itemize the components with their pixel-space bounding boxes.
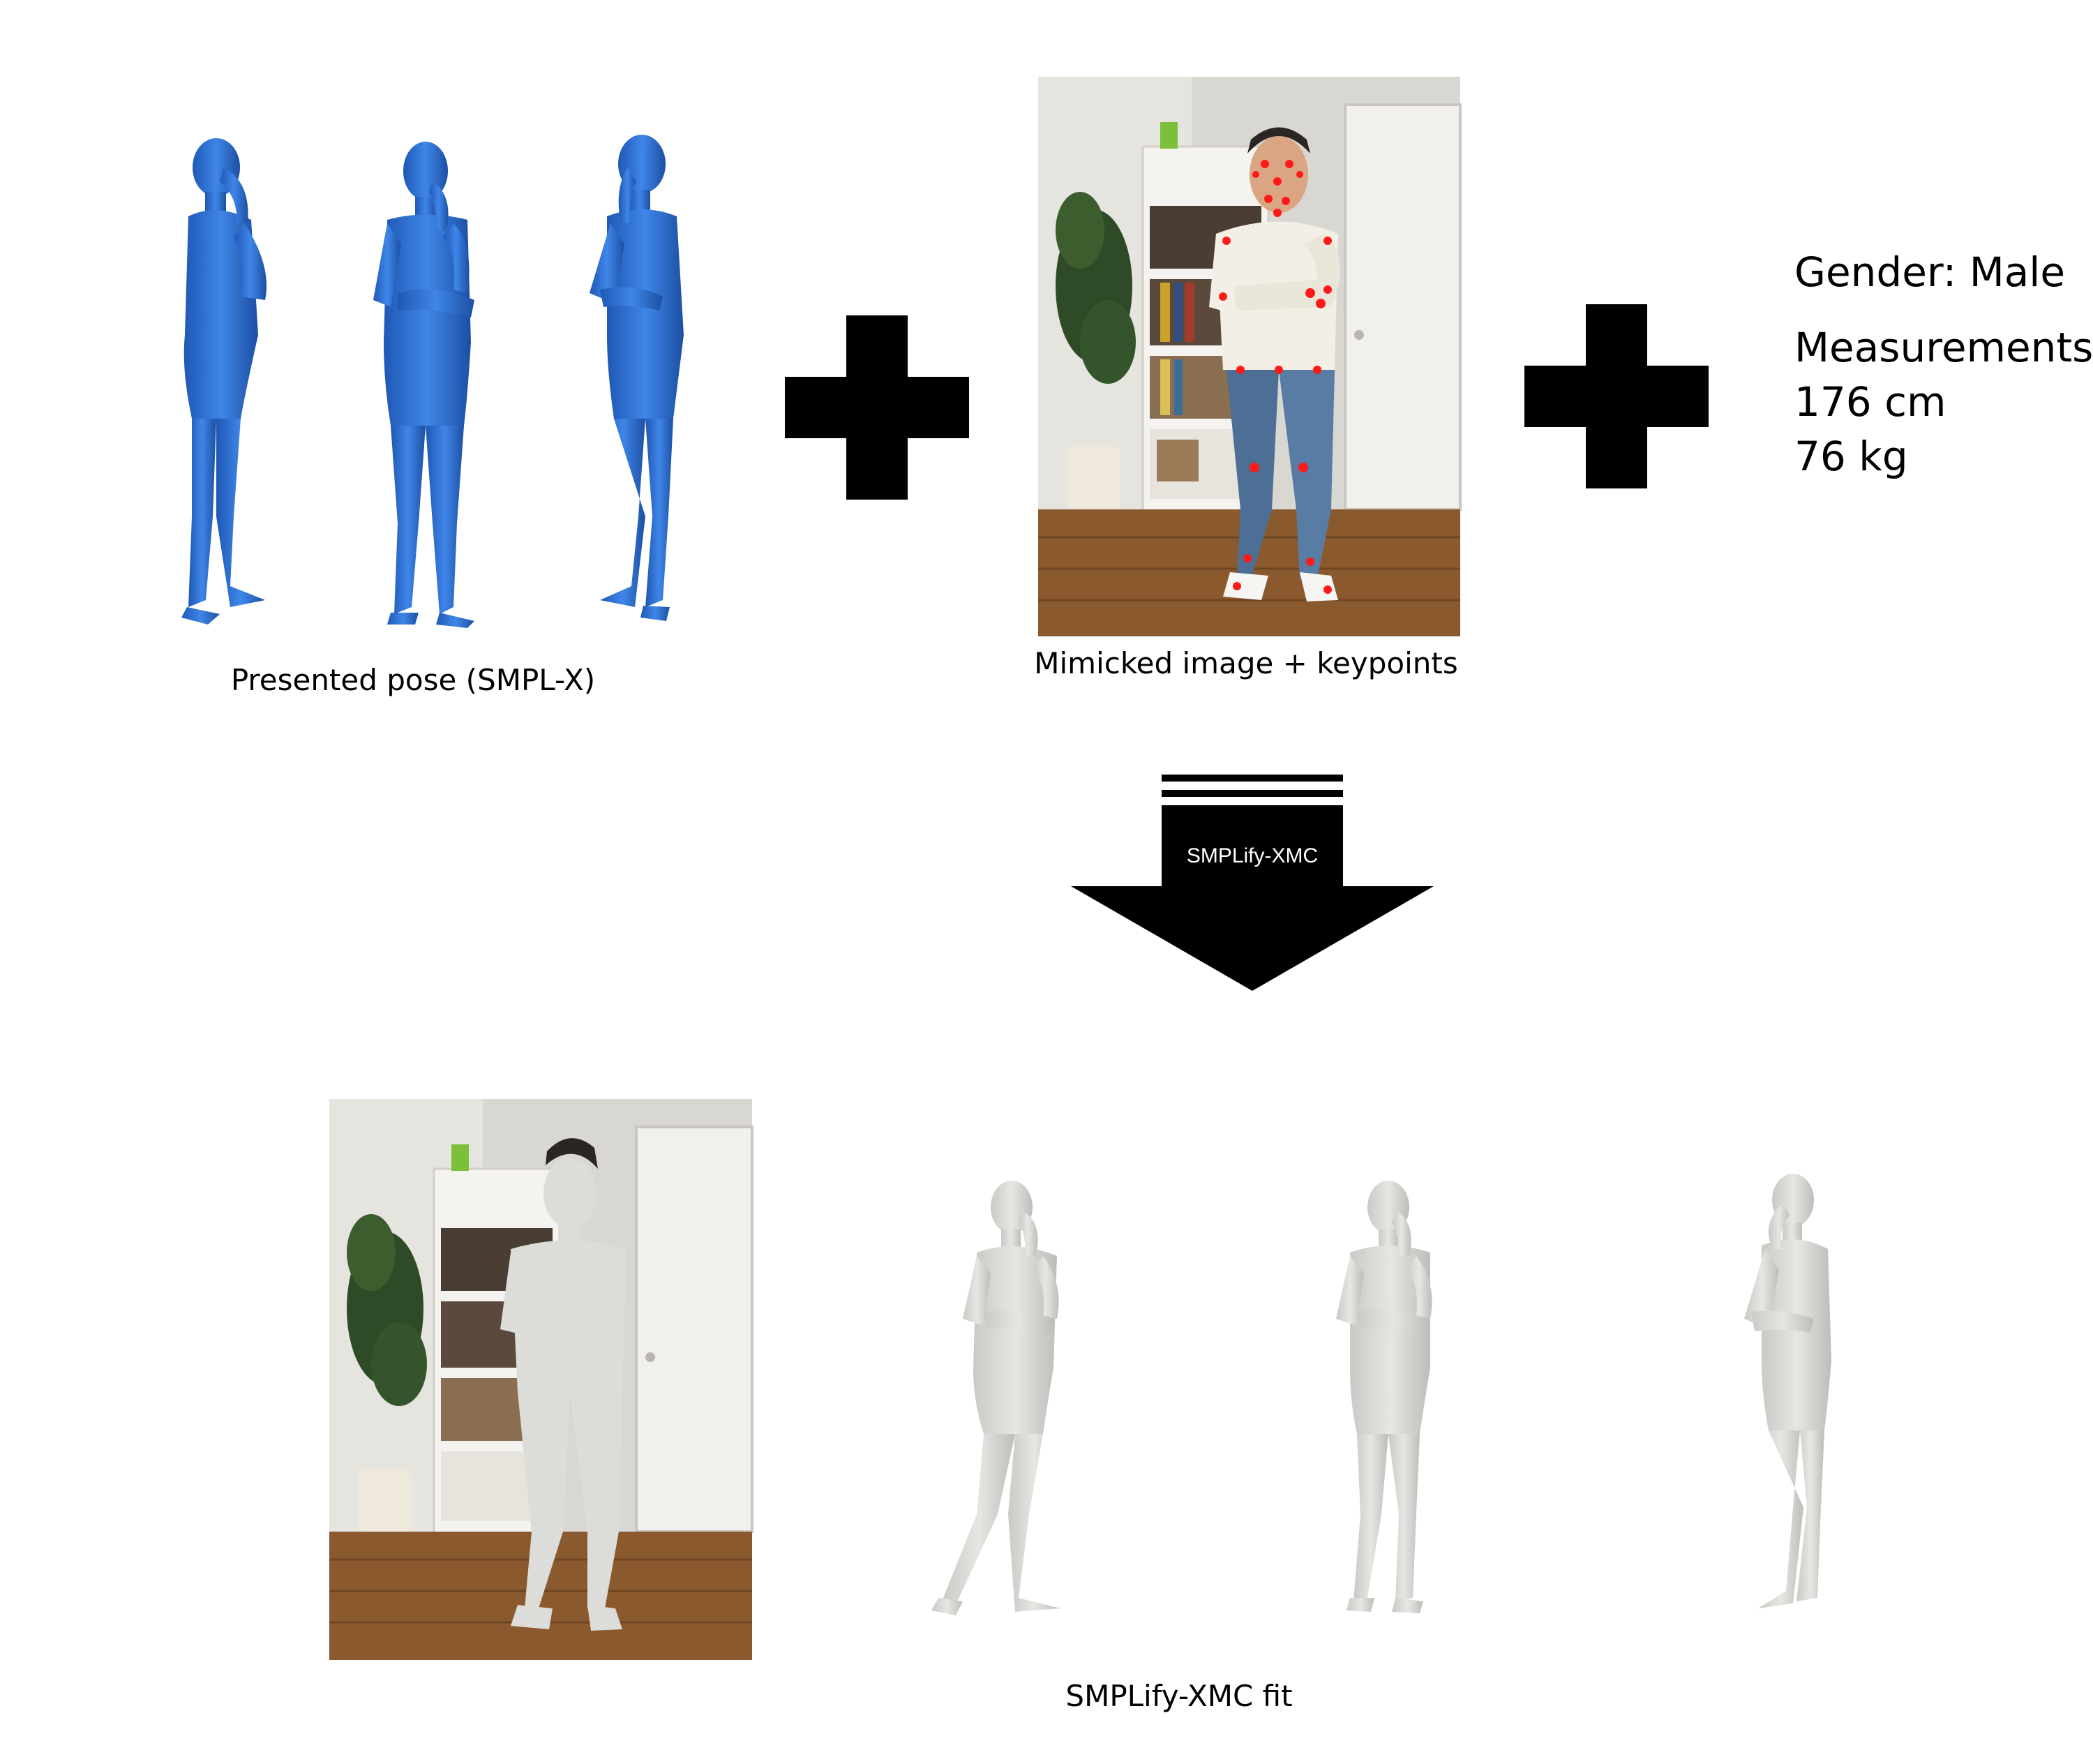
smplx-body-side-right <box>590 135 684 621</box>
fitted-body-front <box>1336 1181 1432 1613</box>
fitted-body-overlay <box>500 1138 627 1631</box>
plus-sign-right <box>1524 304 1709 488</box>
keypoints <box>1219 160 1332 594</box>
height-value: 176 cm <box>1794 378 1946 426</box>
person <box>1209 127 1340 601</box>
measurements-label: Measurements: <box>1794 324 2093 371</box>
gender-label: Gender: Male <box>1794 248 2066 296</box>
mimicked-photo <box>1038 77 1462 636</box>
fit-caption: SMPLify-XMC fit <box>1065 1679 1293 1713</box>
fitted-body-angle-right <box>1744 1174 1831 1608</box>
smplx-body-front <box>373 142 474 628</box>
mimicked-image-caption: Mimicked image + keypoints <box>1034 646 1458 680</box>
presented-pose-caption: Presented pose (SMPL-X) <box>230 663 596 697</box>
weight-value: 76 kg <box>1794 433 1908 480</box>
fit-overlay-photo <box>329 1099 753 1660</box>
process-arrow-label: SMPLify-XMC <box>1186 844 1319 867</box>
door <box>1344 103 1462 511</box>
plus-sign-left <box>785 315 969 500</box>
process-arrow <box>1071 775 1434 991</box>
fitted-body-angle-left <box>931 1181 1060 1615</box>
fitted-body-figures <box>931 1174 1831 1615</box>
green-box <box>1160 122 1178 149</box>
presented-pose-figures <box>181 135 684 628</box>
plant <box>1056 192 1136 509</box>
door-handle <box>1354 330 1364 340</box>
smplx-body-side-left <box>181 138 267 625</box>
